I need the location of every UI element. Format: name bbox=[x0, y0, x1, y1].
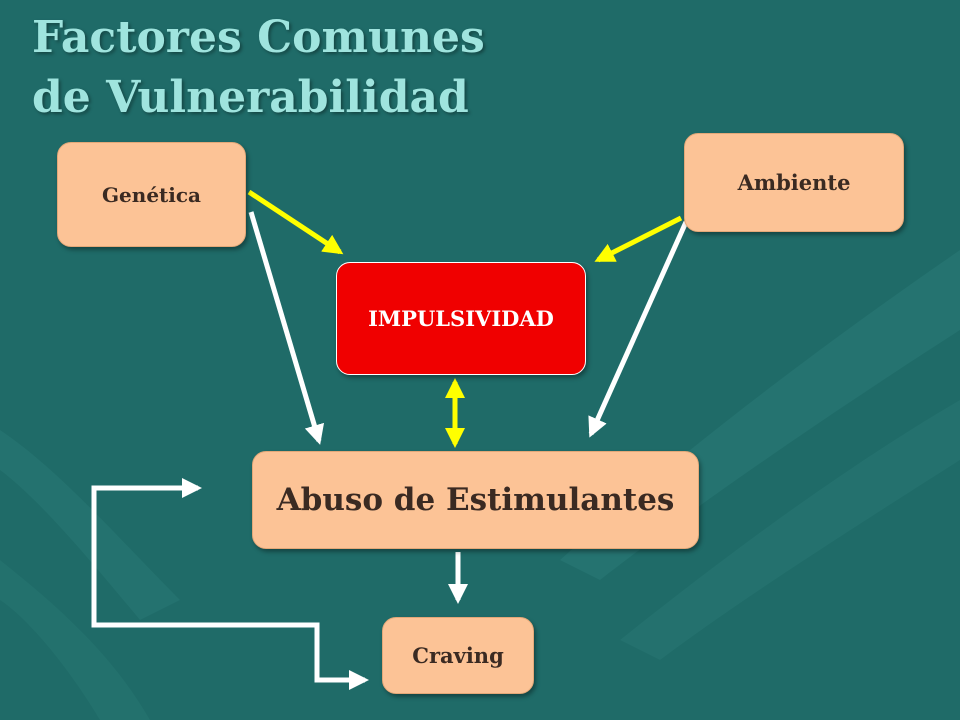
node-craving-label: Craving bbox=[412, 643, 504, 668]
node-impulsividad-label: IMPULSIVIDAD bbox=[368, 306, 554, 331]
arrow-genetica-to-impulsividad bbox=[247, 189, 344, 255]
arrow-genetica-to-abuso bbox=[248, 211, 325, 445]
node-genetica-label: Genética bbox=[101, 182, 202, 207]
node-abuso-de-estimulantes: Abuso de Estimulantes bbox=[252, 451, 699, 549]
arrow-craving-feedback-loop bbox=[91, 478, 369, 690]
title-line-1: Factores Comunes bbox=[32, 12, 485, 63]
node-genetica: Genética bbox=[57, 142, 246, 247]
arrow-ambiente-to-impulsividad bbox=[594, 215, 683, 263]
node-abuso-label: Abuso de Estimulantes bbox=[276, 482, 675, 518]
node-ambiente: Ambiente bbox=[684, 133, 904, 232]
arrow-ambiente-to-abuso bbox=[588, 220, 689, 438]
node-craving: Craving bbox=[382, 617, 534, 694]
node-impulsividad: IMPULSIVIDAD bbox=[336, 262, 586, 375]
page-title: Factores Comunes de Vulnerabilidad bbox=[32, 8, 485, 128]
title-line-2: de Vulnerabilidad bbox=[32, 72, 469, 123]
node-ambiente-label: Ambiente bbox=[737, 170, 851, 195]
